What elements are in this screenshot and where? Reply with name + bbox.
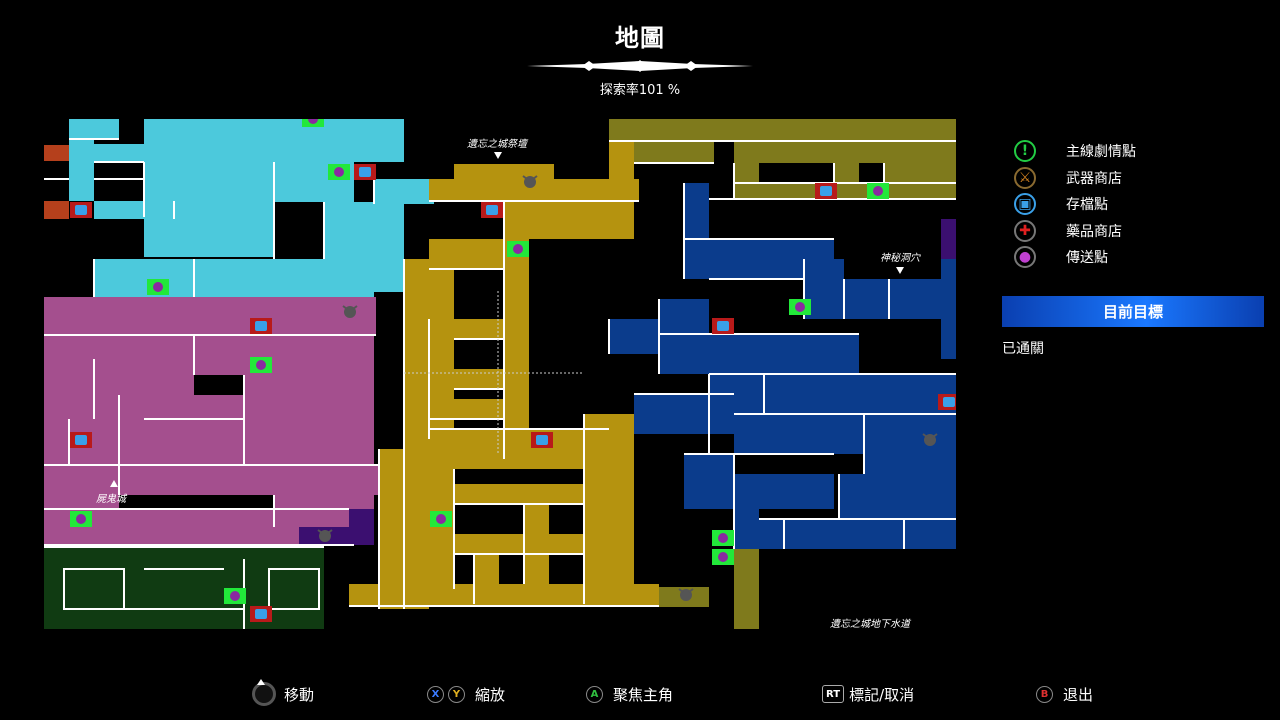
area-marker-down-icon: [896, 267, 904, 274]
area-label-sewer: 遺忘之城地下水道: [830, 618, 912, 629]
title-ornament-icon: [527, 60, 753, 72]
crossed-swords-icon: ⚔: [1014, 166, 1036, 189]
hint-move-label: 移動: [284, 685, 315, 704]
map-region-green: [44, 547, 324, 629]
control-hints: 移動 X Y 縮放 A 聚焦主角 RT 標記/取消 B 退出: [0, 679, 1280, 710]
save-point-icon: [354, 164, 376, 180]
a-button-icon: A: [586, 685, 603, 703]
demon-skull-icon: [922, 433, 938, 446]
exploration-rate: 探索率101 %: [599, 83, 681, 98]
red-cross-icon: ✚: [1014, 219, 1036, 242]
legend-item-medicine-shop: ✚ 藥品商店: [1014, 218, 1264, 245]
hint-exit[interactable]: B 退出: [1036, 680, 1093, 708]
left-stick-icon: [252, 679, 276, 706]
hint-move[interactable]: 移動: [252, 679, 315, 708]
legend-item-teleport: ● 傳送點: [1014, 244, 1264, 271]
legend-item-main-story: ! 主線劇情點: [1014, 138, 1264, 165]
teleport-pin-icon: [250, 357, 272, 373]
demon-skull-icon: [317, 529, 333, 542]
area-label-cave: 神秘洞穴: [880, 252, 921, 264]
area-label-ghoul-town: 屍鬼城: [96, 493, 128, 505]
map-legend: ! 主線劇情點 ⚔ 武器商店 ▣ 存檔點 ✚ 藥品商店 ● 傳送點: [1014, 138, 1264, 271]
exclamation-icon: !: [1014, 140, 1036, 163]
y-button-icon: Y: [448, 685, 465, 703]
current-objective-text: 已通關: [1002, 341, 1044, 357]
map-region-cyan: [69, 119, 434, 299]
teleport-pin-icon: [302, 119, 324, 127]
teleport-pin-icon: [789, 299, 811, 315]
teleport-pin-icon: [712, 530, 734, 546]
demon-skull-icon: [522, 175, 538, 188]
teleport-pin-icon: [867, 183, 889, 199]
save-point-icon: [70, 432, 92, 448]
hint-focus[interactable]: A 聚焦主角: [586, 680, 673, 708]
demon-skull-icon: [342, 305, 358, 318]
save-point-icon: [938, 394, 956, 410]
save-point-icon: [250, 318, 272, 334]
legend-label: 存檔點: [1066, 197, 1108, 214]
map-region-olive: [609, 119, 956, 629]
player-crosshair-icon: [404, 291, 584, 453]
b-button-icon: B: [1036, 685, 1053, 703]
hint-mark-label: 標記/取消: [849, 685, 915, 704]
legend-item-save-point: ▣ 存檔點: [1014, 191, 1264, 218]
save-point-markers: [70, 164, 956, 622]
map-region-blue: [609, 183, 956, 549]
current-objective-header: 目前目標: [1002, 296, 1264, 327]
boss-markers: [317, 175, 938, 601]
x-button-icon: X: [427, 685, 444, 703]
area-marker-up-icon: [110, 480, 118, 487]
save-point-icon: [712, 318, 734, 334]
teleport-pin-icon: [70, 511, 92, 527]
hint-zoom[interactable]: X Y 縮放: [427, 680, 505, 708]
teleport-pin-icon: [430, 511, 452, 527]
map-canvas[interactable]: 遺忘之城祭壇 神秘洞穴 屍鬼城 遺忘之城地下水道: [44, 119, 956, 629]
hint-exit-label: 退出: [1063, 685, 1094, 704]
hint-zoom-label: 縮放: [475, 685, 506, 704]
legend-item-weapon-shop: ⚔ 武器商店: [1014, 165, 1264, 192]
page-title: 地圖: [615, 24, 665, 52]
save-point-icon: [481, 202, 503, 218]
save-point-icon: [531, 432, 553, 448]
map-header: 地圖 探索率101 %: [0, 18, 1280, 98]
map-region-rust: [44, 145, 69, 219]
legend-label: 主線劇情點: [1066, 144, 1136, 161]
teleport-markers: [70, 119, 889, 604]
teleport-pin-icon: [224, 588, 246, 604]
teleport-pin-icon: [328, 164, 350, 180]
teleport-pin-icon: [507, 241, 529, 257]
save-point-icon: ▣: [1014, 193, 1036, 216]
area-marker-down-icon: [494, 152, 502, 159]
teleport-pin-icon: [147, 279, 169, 295]
legend-label: 傳送點: [1066, 250, 1108, 267]
save-point-icon: [70, 202, 92, 218]
demon-skull-icon: [678, 588, 694, 601]
legend-label: 武器商店: [1066, 170, 1122, 187]
save-point-icon: [815, 183, 837, 199]
hint-focus-label: 聚焦主角: [613, 685, 674, 704]
dungeon-map[interactable]: 遺忘之城祭壇 神秘洞穴 屍鬼城 遺忘之城地下水道: [44, 119, 956, 629]
hint-mark[interactable]: RT 標記/取消: [822, 680, 914, 708]
legend-label: 藥品商店: [1066, 223, 1122, 240]
teleport-pin-icon: ●: [1014, 246, 1036, 269]
rt-button-icon: RT: [822, 685, 845, 703]
area-label-altar: 遺忘之城祭壇: [467, 138, 529, 150]
save-point-icon: [250, 606, 272, 622]
teleport-pin-icon: [712, 549, 734, 565]
map-region-gold: [349, 119, 659, 609]
